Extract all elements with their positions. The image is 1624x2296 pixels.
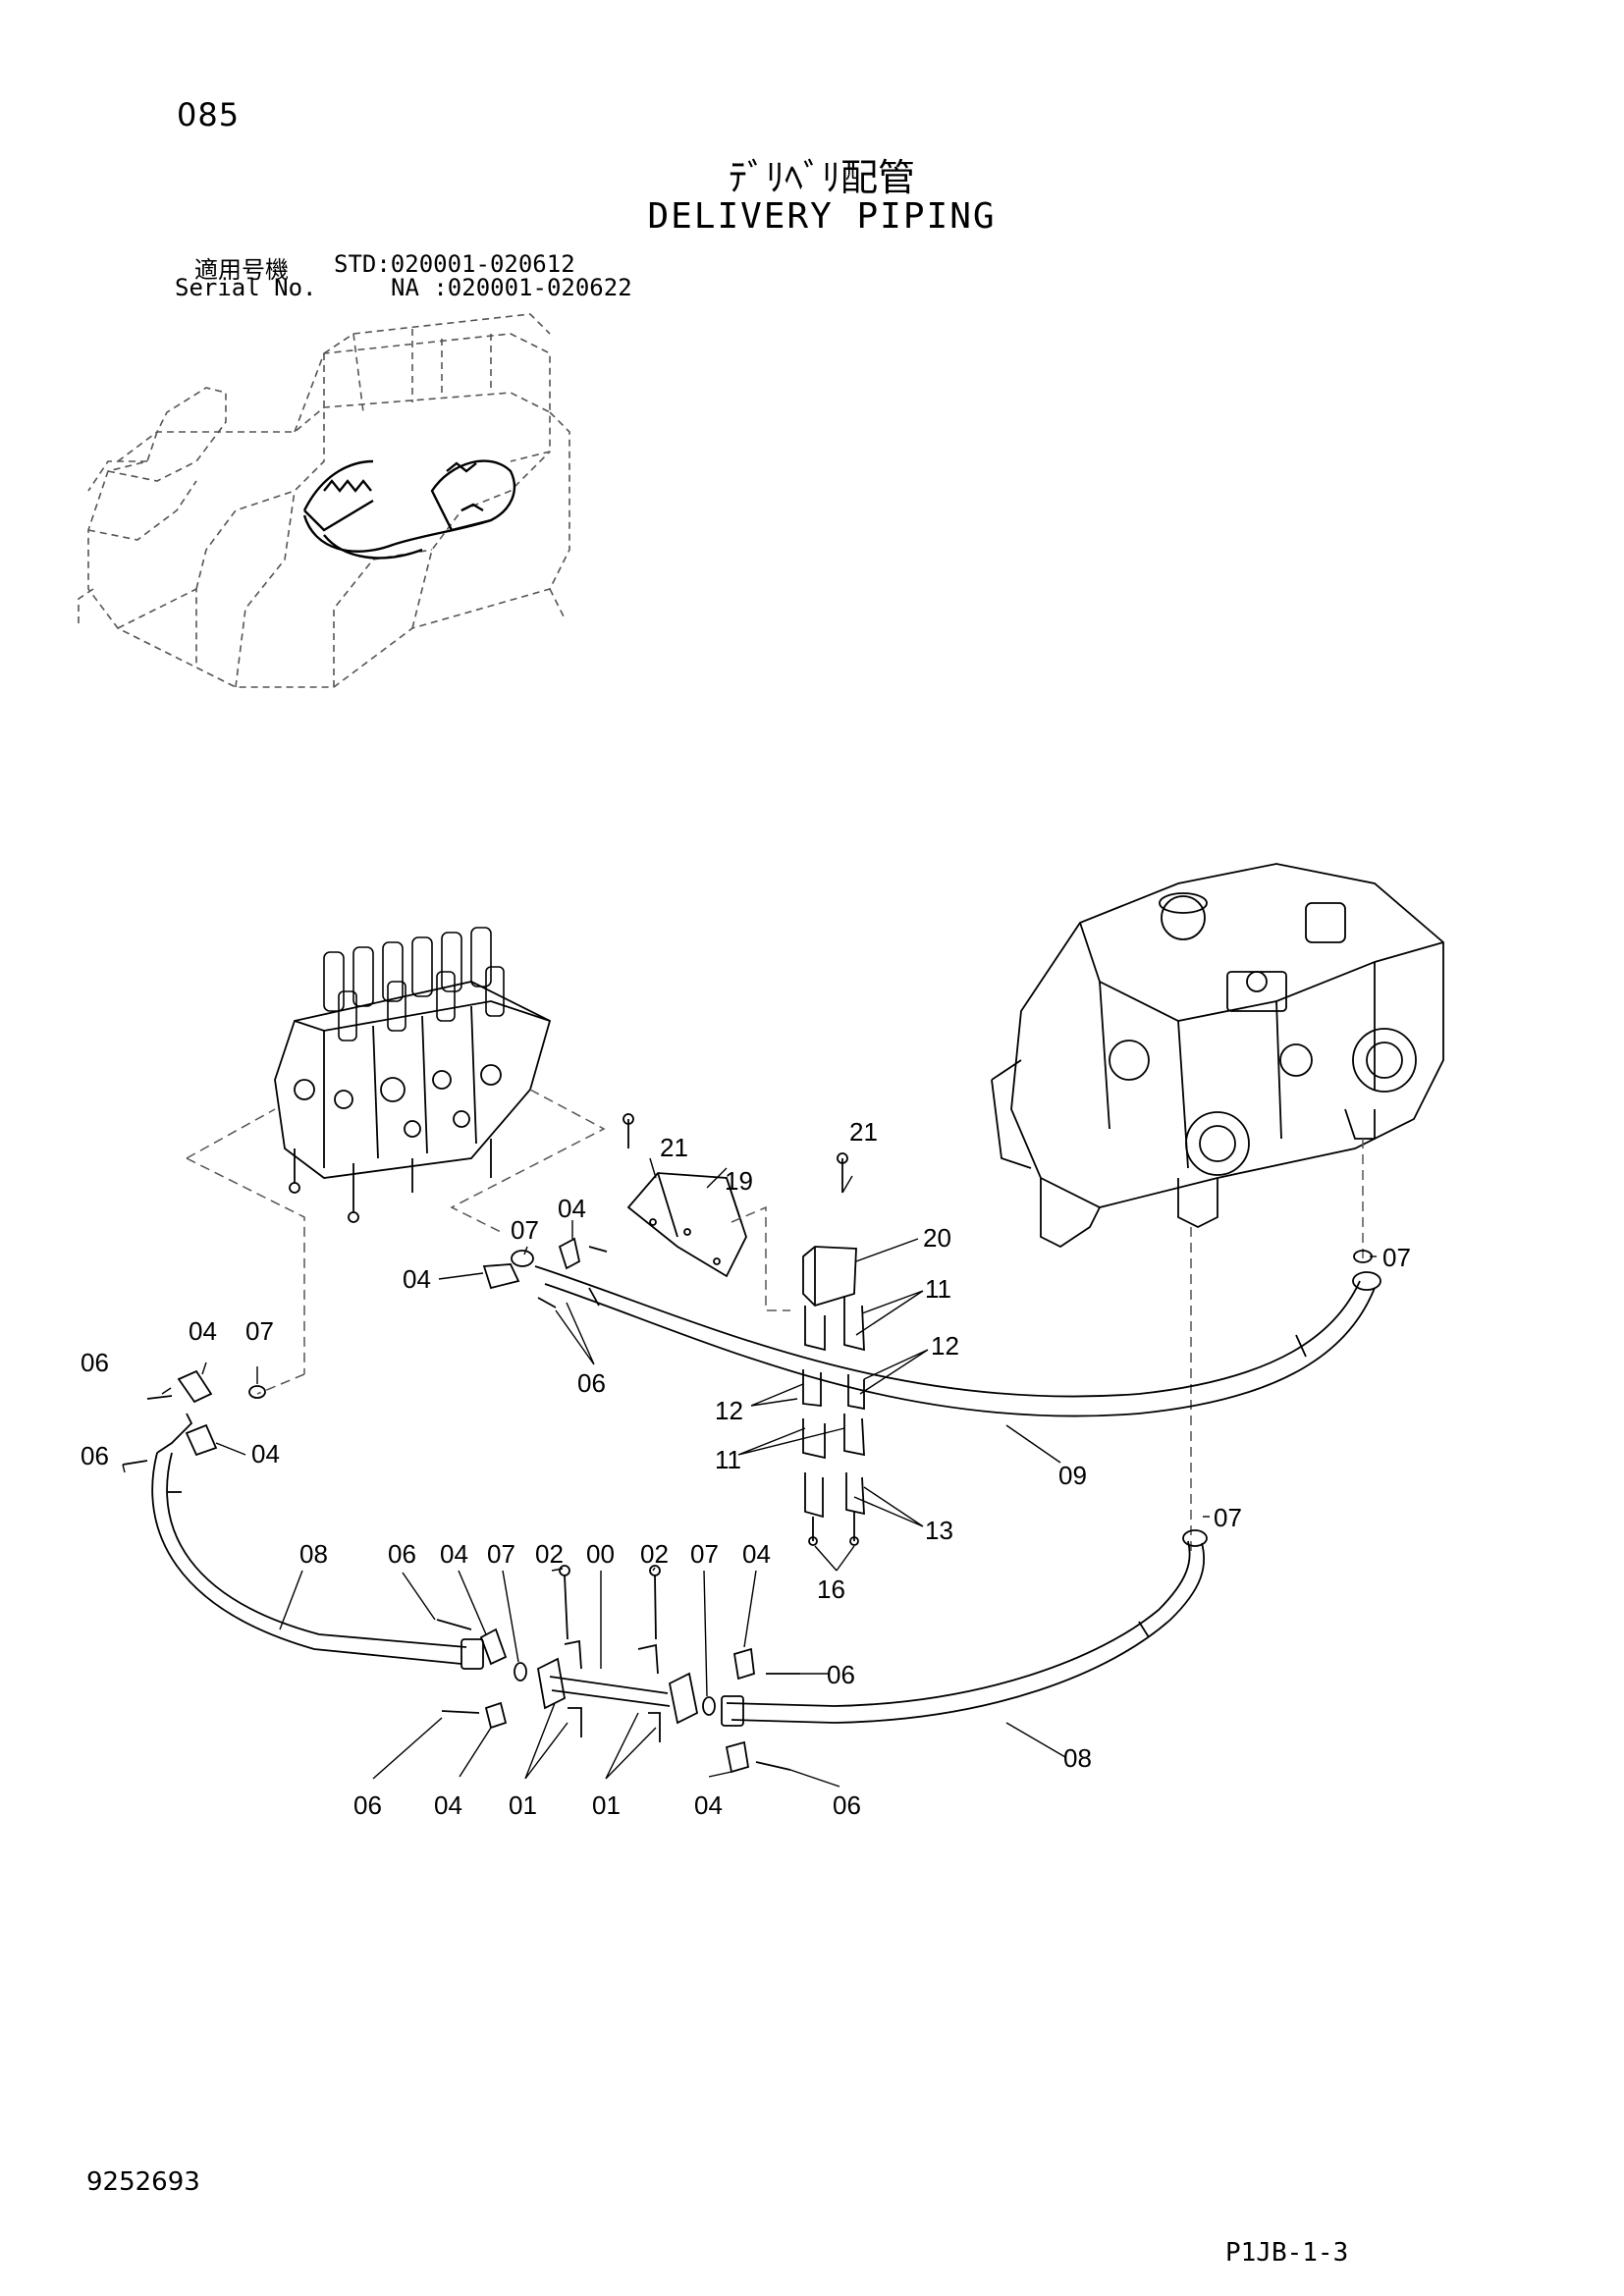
- callout-label: 13: [925, 1516, 953, 1545]
- callout-label: 07: [690, 1539, 719, 1569]
- leader-lines: [122, 1157, 1377, 1788]
- pump-port-dashed-lines: [1190, 1139, 1364, 1551]
- callout-label: 11: [925, 1274, 951, 1304]
- callout-label: 04: [251, 1439, 280, 1468]
- title-japanese: ﾃﾞﾘﾍﾞﾘ配管: [728, 156, 915, 199]
- callout-label: 06: [81, 1441, 109, 1470]
- callout-label: 02: [535, 1539, 564, 1569]
- machine-overview-piping-highlight: [302, 459, 516, 560]
- hose-09: [534, 1265, 1381, 1417]
- main-pump: [991, 863, 1444, 1249]
- hose-08-left: [151, 1413, 484, 1670]
- serial-label-japanese: 適用号機: [194, 256, 289, 284]
- center-pipe-00: [436, 1565, 800, 1774]
- callout-label: 06: [577, 1368, 606, 1398]
- callout-label: 01: [592, 1790, 621, 1820]
- callout-label: 07: [1382, 1243, 1411, 1272]
- hose-08-right: [721, 1529, 1208, 1727]
- callout-label: 06: [353, 1790, 382, 1820]
- callout-label: 06: [827, 1660, 855, 1689]
- callout-label: 07: [1214, 1503, 1242, 1532]
- serial-na-range: NA :020001-020622: [391, 274, 632, 301]
- callout-label: 07: [245, 1316, 274, 1346]
- bracket-and-clamps: [623, 1113, 865, 1546]
- callout-label: 19: [725, 1166, 753, 1196]
- callout-label: 02: [640, 1539, 669, 1569]
- callout-label: 06: [833, 1790, 861, 1820]
- document-number: 9252693: [86, 2167, 200, 2197]
- callout-label: 04: [694, 1790, 723, 1820]
- left-fittings: [122, 1369, 266, 1466]
- callout-label: 21: [849, 1117, 878, 1147]
- machine-overview-sketch: [78, 313, 570, 688]
- callout-label: 20: [923, 1223, 951, 1253]
- valve-dashed-outline: [186, 1089, 606, 1395]
- callout-label: 08: [1063, 1743, 1092, 1773]
- callout-label: 21: [660, 1133, 688, 1162]
- callout-label: 16: [817, 1575, 845, 1604]
- callout-label: 00: [586, 1539, 615, 1569]
- callout-label: 04: [742, 1539, 771, 1569]
- reference-code: P1JB-1-3: [1225, 2238, 1349, 2268]
- callout-label: 11: [715, 1445, 741, 1474]
- serial-label-english: Serial No.: [175, 274, 317, 301]
- callout-labels: 21 21 19 20 07 04 04 06 11 12 12 11 07 0…: [81, 1117, 1411, 1820]
- callout-label: 12: [715, 1396, 743, 1425]
- bracket-dashed-lines: [731, 1205, 790, 1311]
- callout-label: 04: [440, 1539, 468, 1569]
- callout-label: 04: [558, 1194, 586, 1223]
- callout-label: 08: [299, 1539, 328, 1569]
- callout-label: 07: [511, 1215, 539, 1245]
- callout-label: 09: [1058, 1461, 1087, 1490]
- callout-label: 01: [509, 1790, 537, 1820]
- callout-label: 04: [403, 1264, 431, 1294]
- callout-label: 04: [189, 1316, 217, 1346]
- callout-label: 04: [434, 1790, 462, 1820]
- title-english: DELIVERY PIPING: [647, 196, 997, 237]
- callout-label: 06: [81, 1348, 109, 1377]
- callout-label: 06: [388, 1539, 416, 1569]
- callout-label: 07: [487, 1539, 515, 1569]
- callout-label: 12: [931, 1331, 959, 1361]
- serial-std-range: STD:020001-020612: [334, 250, 575, 278]
- page-number: 085: [177, 96, 241, 133]
